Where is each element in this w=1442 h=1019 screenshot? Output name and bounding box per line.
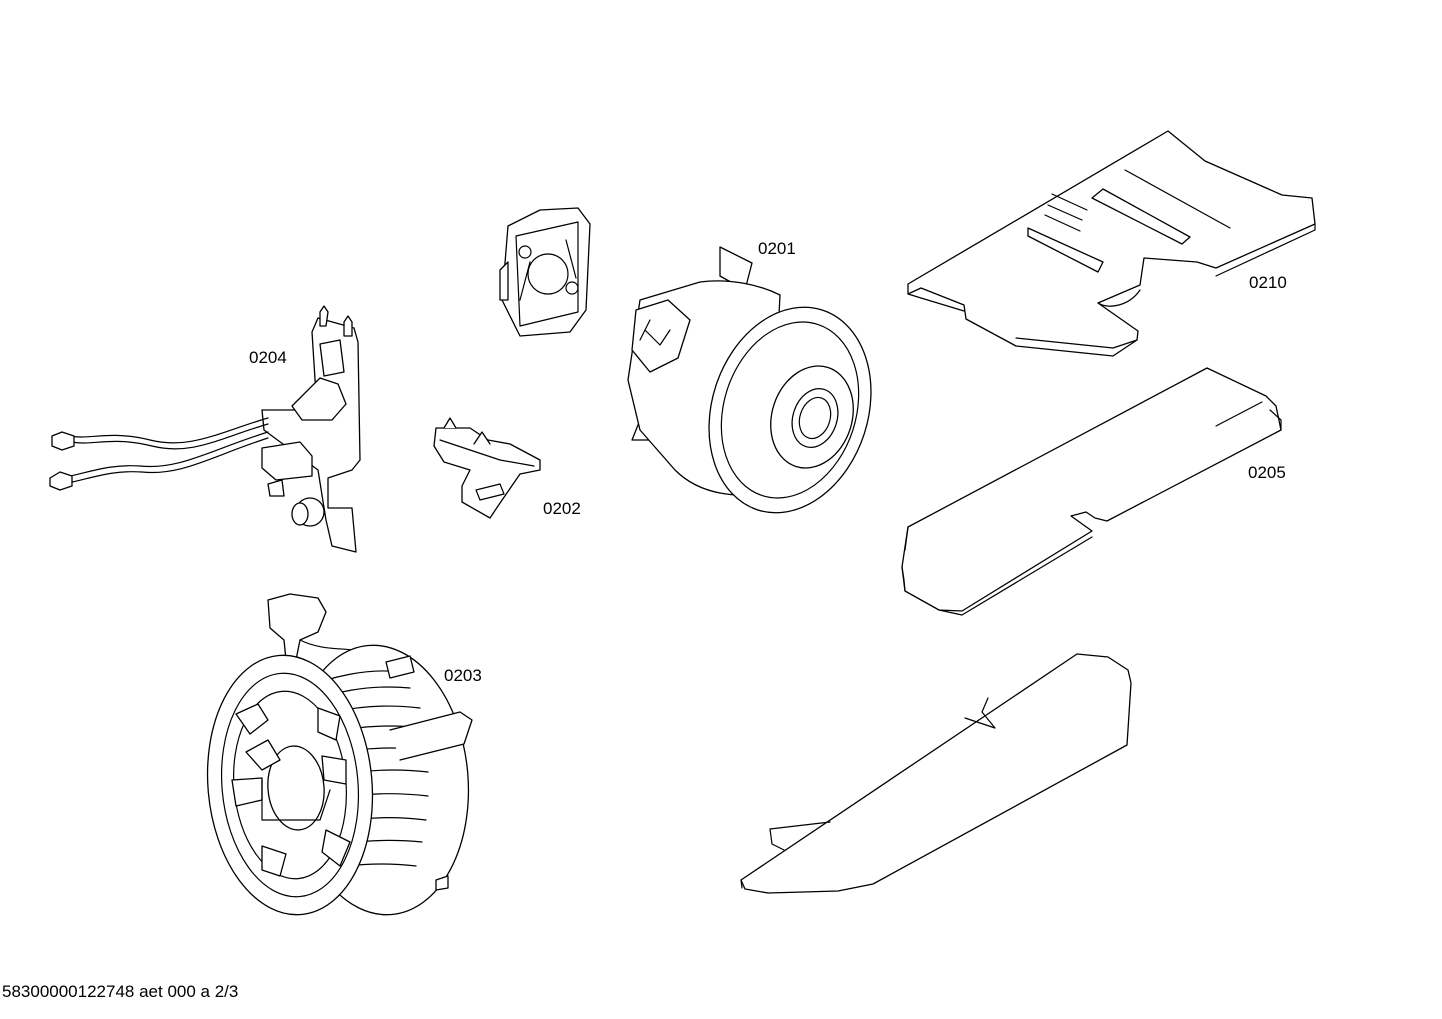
label-0202: 0202 <box>543 499 581 518</box>
connector-part <box>433 417 541 519</box>
label-0210: 0210 <box>1249 273 1287 292</box>
cable-reel-part <box>206 593 473 916</box>
label-0204: 0204 <box>249 348 287 367</box>
gasket-part <box>499 207 591 337</box>
motor-part <box>627 246 872 514</box>
label-0201: 0201 <box>758 239 796 258</box>
label-0205: 0205 <box>1248 463 1286 482</box>
circuit-board-part <box>49 305 361 553</box>
filter-plate-part <box>901 367 1282 616</box>
cover-plate-part <box>907 130 1316 357</box>
label-0203: 0203 <box>444 666 482 685</box>
lower-plate-part <box>740 653 1132 894</box>
document-footer: 58300000122748 aet 000 a 2/3 <box>2 982 239 1001</box>
